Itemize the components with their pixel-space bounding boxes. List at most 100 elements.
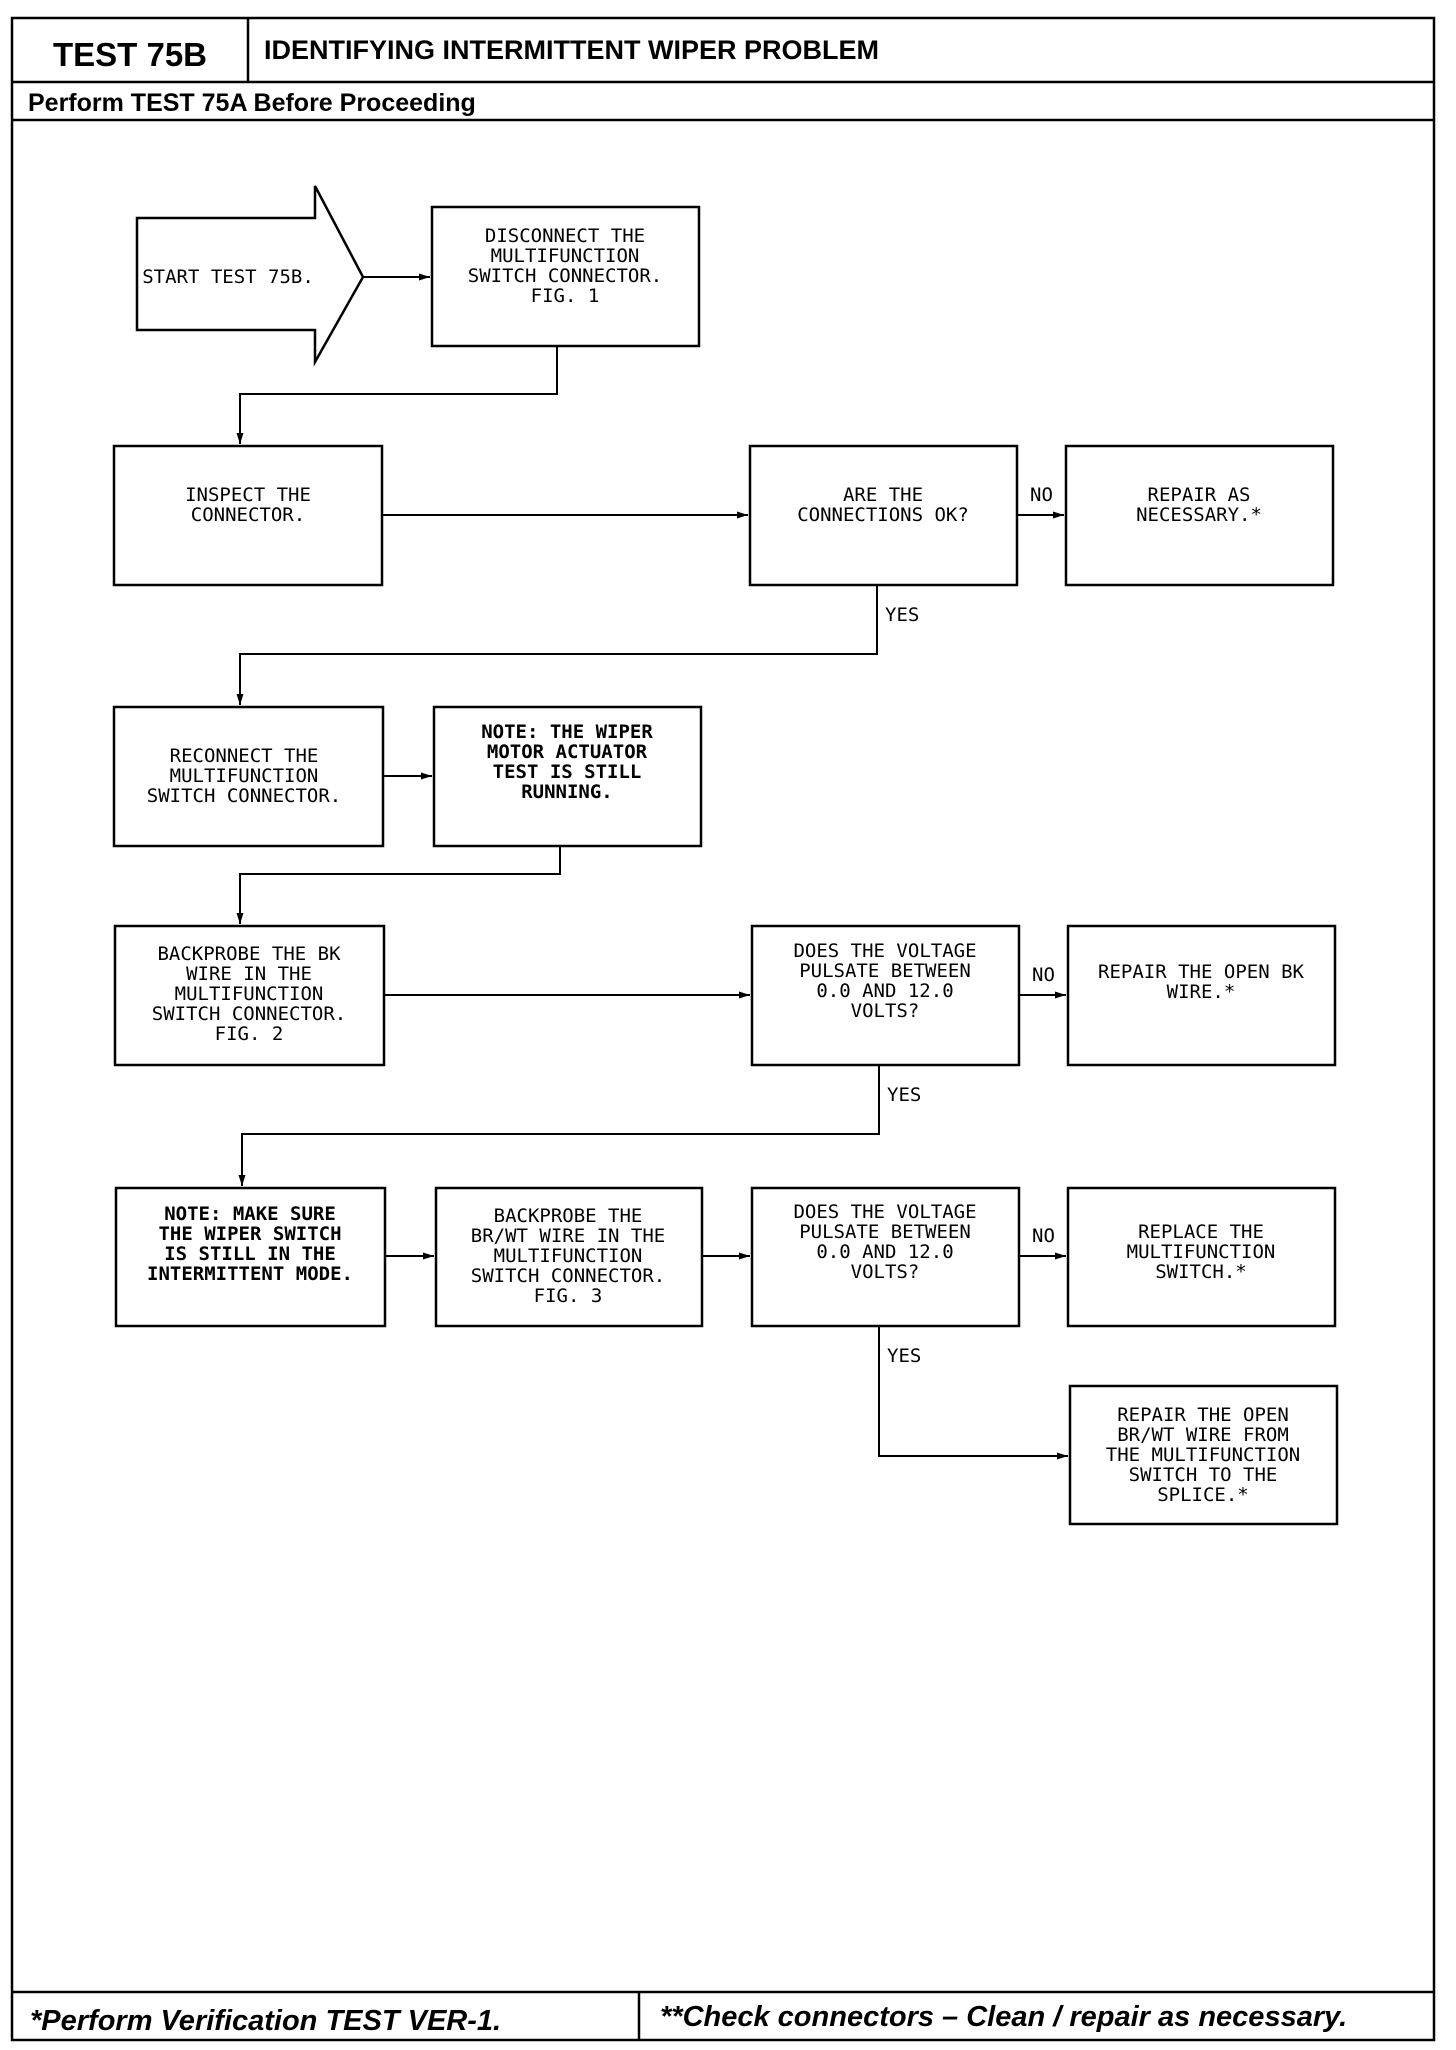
box-text-line: SWITCH CONNECTOR. <box>147 785 341 807</box>
test-title: IDENTIFYING INTERMITTENT WIPER PROBLEM <box>264 35 879 65</box>
box-text-line: 0.0 AND 12.0 <box>816 1241 953 1263</box>
label-yes-2: YES <box>887 1084 921 1106</box>
box-text-line: RUNNING. <box>521 781 613 803</box>
step-backprobe-brwt <box>434 1186 704 1328</box>
box-text-line: MULTIFUNCTION <box>491 245 640 267</box>
decision-voltage-pulsate-2 <box>750 1186 1021 1328</box>
label-yes-1: YES <box>885 604 919 626</box>
test-id: TEST 75B <box>53 36 207 73</box>
box-text-line: DOES THE VOLTAGE <box>793 1201 976 1223</box>
arrow-yes-to-reconnect <box>236 585 878 705</box>
box-text-line: REPAIR THE OPEN BK <box>1098 961 1304 983</box>
prerequisite: Perform TEST 75A Before Proceeding <box>28 89 476 117</box>
box-text-line: FIG. 2 <box>215 1023 284 1045</box>
box-text-line: SPLICE.* <box>1157 1484 1249 1506</box>
box-text-line: VOLTS? <box>851 1261 920 1283</box>
step-replace-multifunction-switch <box>1066 1186 1337 1328</box>
step-backprobe-bk <box>113 924 386 1067</box>
box-text-line: NOTE: MAKE SURE <box>164 1203 336 1225</box>
note-actuator-running <box>432 705 703 848</box>
box-text-line: REPAIR THE OPEN <box>1117 1404 1289 1426</box>
arrow-yes-to-repair-brwt <box>878 1326 1068 1460</box>
box-text-line: BACKPROBE THE BK <box>157 943 341 965</box>
box-text-line: MULTIFUNCTION <box>175 983 324 1005</box>
box-text-line: ARE THE <box>843 484 923 506</box>
step-repair-open-bk <box>1066 924 1337 1067</box>
box-text-line: NECESSARY.* <box>1136 504 1262 526</box>
step-disconnect-connector <box>430 205 701 348</box>
box-text-line: BACKPROBE THE <box>494 1205 643 1227</box>
box-text-line: FIG. 3 <box>534 1285 603 1307</box>
box-text-line: SWITCH TO THE <box>1129 1464 1278 1486</box>
box-text-line: DOES THE VOLTAGE <box>793 940 976 962</box>
box-text-line: BR/WT WIRE IN THE <box>471 1225 665 1247</box>
box-text-line: REPAIR AS <box>1148 484 1251 506</box>
footer-verification-note: *Perform Verification TEST VER-1. <box>30 2005 501 2037</box>
step-repair-as-necessary <box>1064 444 1335 587</box>
header: TEST 75B IDENTIFYING INTERMITTENT WIPER … <box>12 18 1434 122</box>
note-intermittent-mode <box>114 1186 387 1328</box>
box-text-line: REPLACE THE <box>1138 1221 1264 1243</box>
label-yes-3: YES <box>887 1345 921 1367</box>
box-text-line: SWITCH.* <box>1155 1261 1247 1283</box>
branch-labels: NO YES NO YES NO YES <box>885 484 1055 1367</box>
box-text-line: INSPECT THE <box>185 484 311 506</box>
box-text-line: DISCONNECT THE <box>485 225 645 247</box>
box-text-line: BR/WT WIRE FROM <box>1117 1424 1289 1446</box>
box-text-line: MULTIFUNCTION <box>170 765 319 787</box>
box-text-line: THE WIPER SWITCH <box>158 1223 341 1245</box>
footer: *Perform Verification TEST VER-1. **Chec… <box>12 1990 1434 2040</box>
label-no-1: NO <box>1030 484 1053 506</box>
box-text-line: CONNECTIONS OK? <box>797 504 969 526</box>
flow-connectors <box>236 273 1068 1460</box>
page-frame <box>10 16 1436 2042</box>
box-text-line: SWITCH CONNECTOR. <box>468 265 662 287</box>
box-text-line: IS STILL IN THE <box>164 1243 336 1265</box>
decision-connections-ok <box>748 444 1019 587</box>
box-text-line: WIRE IN THE <box>186 963 312 985</box>
box-text-line: MOTOR ACTUATOR <box>487 741 648 763</box>
box-text-line: TEST IS STILL <box>493 761 642 783</box>
box-text-line: SWITCH CONNECTOR. <box>471 1265 665 1287</box>
box-text-line: PULSATE BETWEEN <box>799 1221 971 1243</box>
box-text-line: 0.0 AND 12.0 <box>816 980 953 1002</box>
box-text-line: INTERMITTENT MODE. <box>147 1263 353 1285</box>
box-text-line: MULTIFUNCTION <box>494 1245 643 1267</box>
box-text-line: NOTE: THE WIPER <box>481 721 653 743</box>
step-inspect-connector <box>112 444 384 587</box>
box-text-line: MULTIFUNCTION <box>1127 1241 1276 1263</box>
arrow-disconnect-to-inspect <box>236 346 558 444</box>
box-text-line: SWITCH CONNECTOR. <box>152 1003 346 1025</box>
box-text-line: VOLTS? <box>851 1000 920 1022</box>
step-repair-open-brwt <box>1068 1384 1339 1526</box>
start-arrow-shape <box>135 185 365 367</box>
box-text-line: PULSATE BETWEEN <box>799 960 971 982</box>
label-no-3: NO <box>1032 1225 1055 1247</box>
start-text: START TEST 75B. <box>142 266 314 288</box>
box-text-line: RECONNECT THE <box>170 745 319 767</box>
box-text-line: THE MULTIFUNCTION <box>1106 1444 1300 1466</box>
label-no-2: NO <box>1032 964 1055 986</box>
arrow-note-to-backprobe <box>236 846 561 924</box>
box-text-line: START TEST 75B. <box>142 266 314 288</box>
arrow-yes-to-note-intermittent <box>238 1065 880 1186</box>
box-text-line: WIRE.* <box>1167 981 1236 1003</box>
decision-voltage-pulsate-1 <box>750 924 1021 1067</box>
footer-connector-note: **Check connectors – Clean / repair as n… <box>660 2001 1347 2033</box>
box-text-line: CONNECTOR. <box>191 504 305 526</box>
box-text-line: FIG. 1 <box>531 285 600 307</box>
